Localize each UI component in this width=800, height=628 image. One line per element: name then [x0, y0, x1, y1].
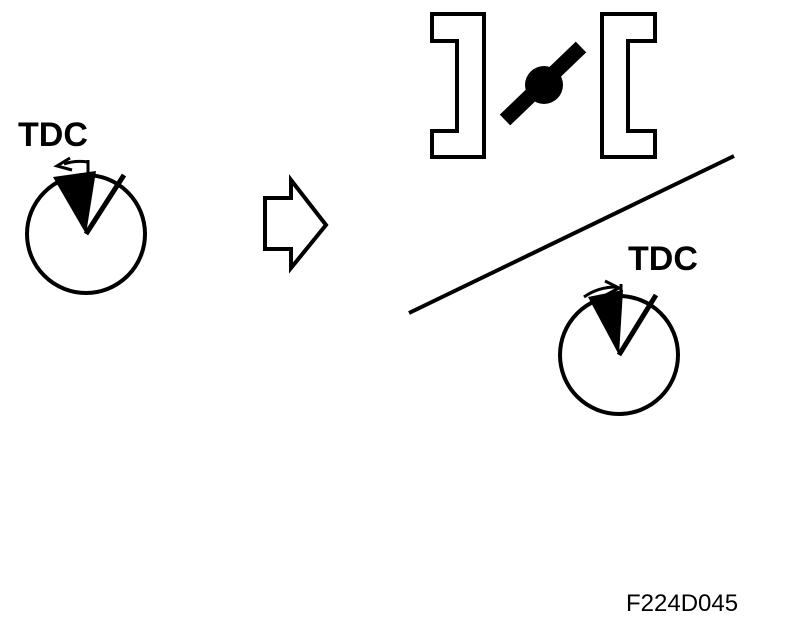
dial-wedge — [588, 290, 623, 355]
timing-dial-left: TDC — [18, 116, 147, 295]
dial-rotation-arc — [63, 159, 89, 166]
tdc-label-left: TDC — [18, 116, 88, 154]
throttle-body-left — [430, 12, 486, 159]
timing-dial-right: TDC — [558, 240, 698, 416]
throttle-plate-icon — [430, 12, 657, 159]
divider-line — [408, 154, 735, 315]
dial-pointer — [83, 173, 127, 236]
dial-rotation-arc — [583, 285, 617, 299]
rotation-arrowhead-icon — [53, 156, 73, 172]
throttle-body-right — [600, 12, 657, 159]
dial-pointer — [616, 293, 659, 357]
rotation-arrowhead-icon — [604, 279, 623, 297]
right-arrow-icon — [263, 174, 329, 274]
dial-wedge — [53, 171, 96, 234]
tdc-label-right: TDC — [628, 240, 698, 278]
throttle-shaft — [525, 66, 563, 104]
figure-code: F224D045 — [626, 590, 738, 617]
